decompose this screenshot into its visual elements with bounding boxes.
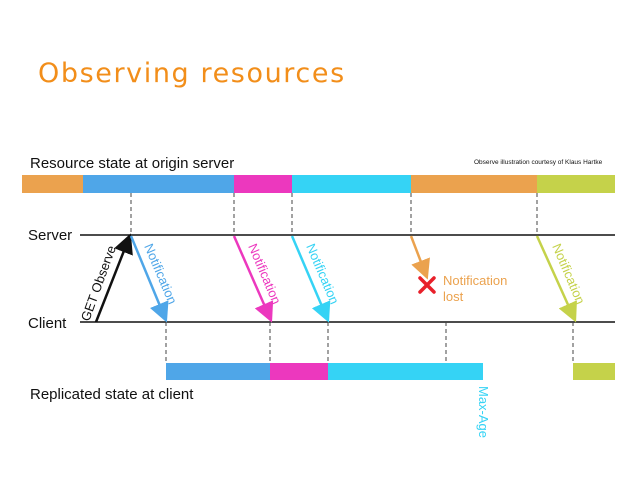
server-state-segment-6	[537, 175, 615, 193]
client-state-segment-3	[328, 363, 483, 380]
notification-lost-label-line1: Notification	[443, 273, 507, 288]
client-state-segment-4	[573, 363, 615, 380]
server-state-segment-3	[234, 175, 292, 193]
notification-lost-label-line2: lost	[443, 289, 464, 304]
client-state-segment-2	[270, 363, 328, 380]
server-state-segment-4	[292, 175, 411, 193]
server-guides	[130, 193, 538, 235]
notification-arrow-2	[232, 235, 274, 323]
server-label: Server	[28, 227, 72, 244]
resource-state-label: Resource state at origin server	[30, 155, 234, 172]
lost-notification-arrow	[409, 235, 430, 280]
notification-arrow-3	[290, 235, 331, 323]
server-state-segment-1	[22, 175, 83, 193]
server-state-segment-5	[411, 175, 537, 193]
resource-state-bar	[22, 175, 615, 193]
client-guides	[165, 322, 574, 363]
replicated-state-bar	[166, 363, 615, 380]
notification-arrow-5	[535, 235, 577, 323]
server-state-segment-2	[83, 175, 234, 193]
max-age-label: Max-Age	[476, 386, 491, 438]
notification-arrow-1	[129, 235, 169, 323]
credit-label: Observe illustration courtesy of Klaus H…	[474, 159, 603, 166]
slide-title: Observing resources	[38, 58, 346, 89]
get-observe-label: GET Observe	[78, 243, 119, 323]
client-label: Client	[28, 315, 67, 332]
replicated-state-label: Replicated state at client	[30, 386, 194, 403]
client-state-segment-1	[166, 363, 270, 380]
lost-x-icon	[418, 276, 436, 294]
get-observe-arrow	[94, 233, 133, 323]
